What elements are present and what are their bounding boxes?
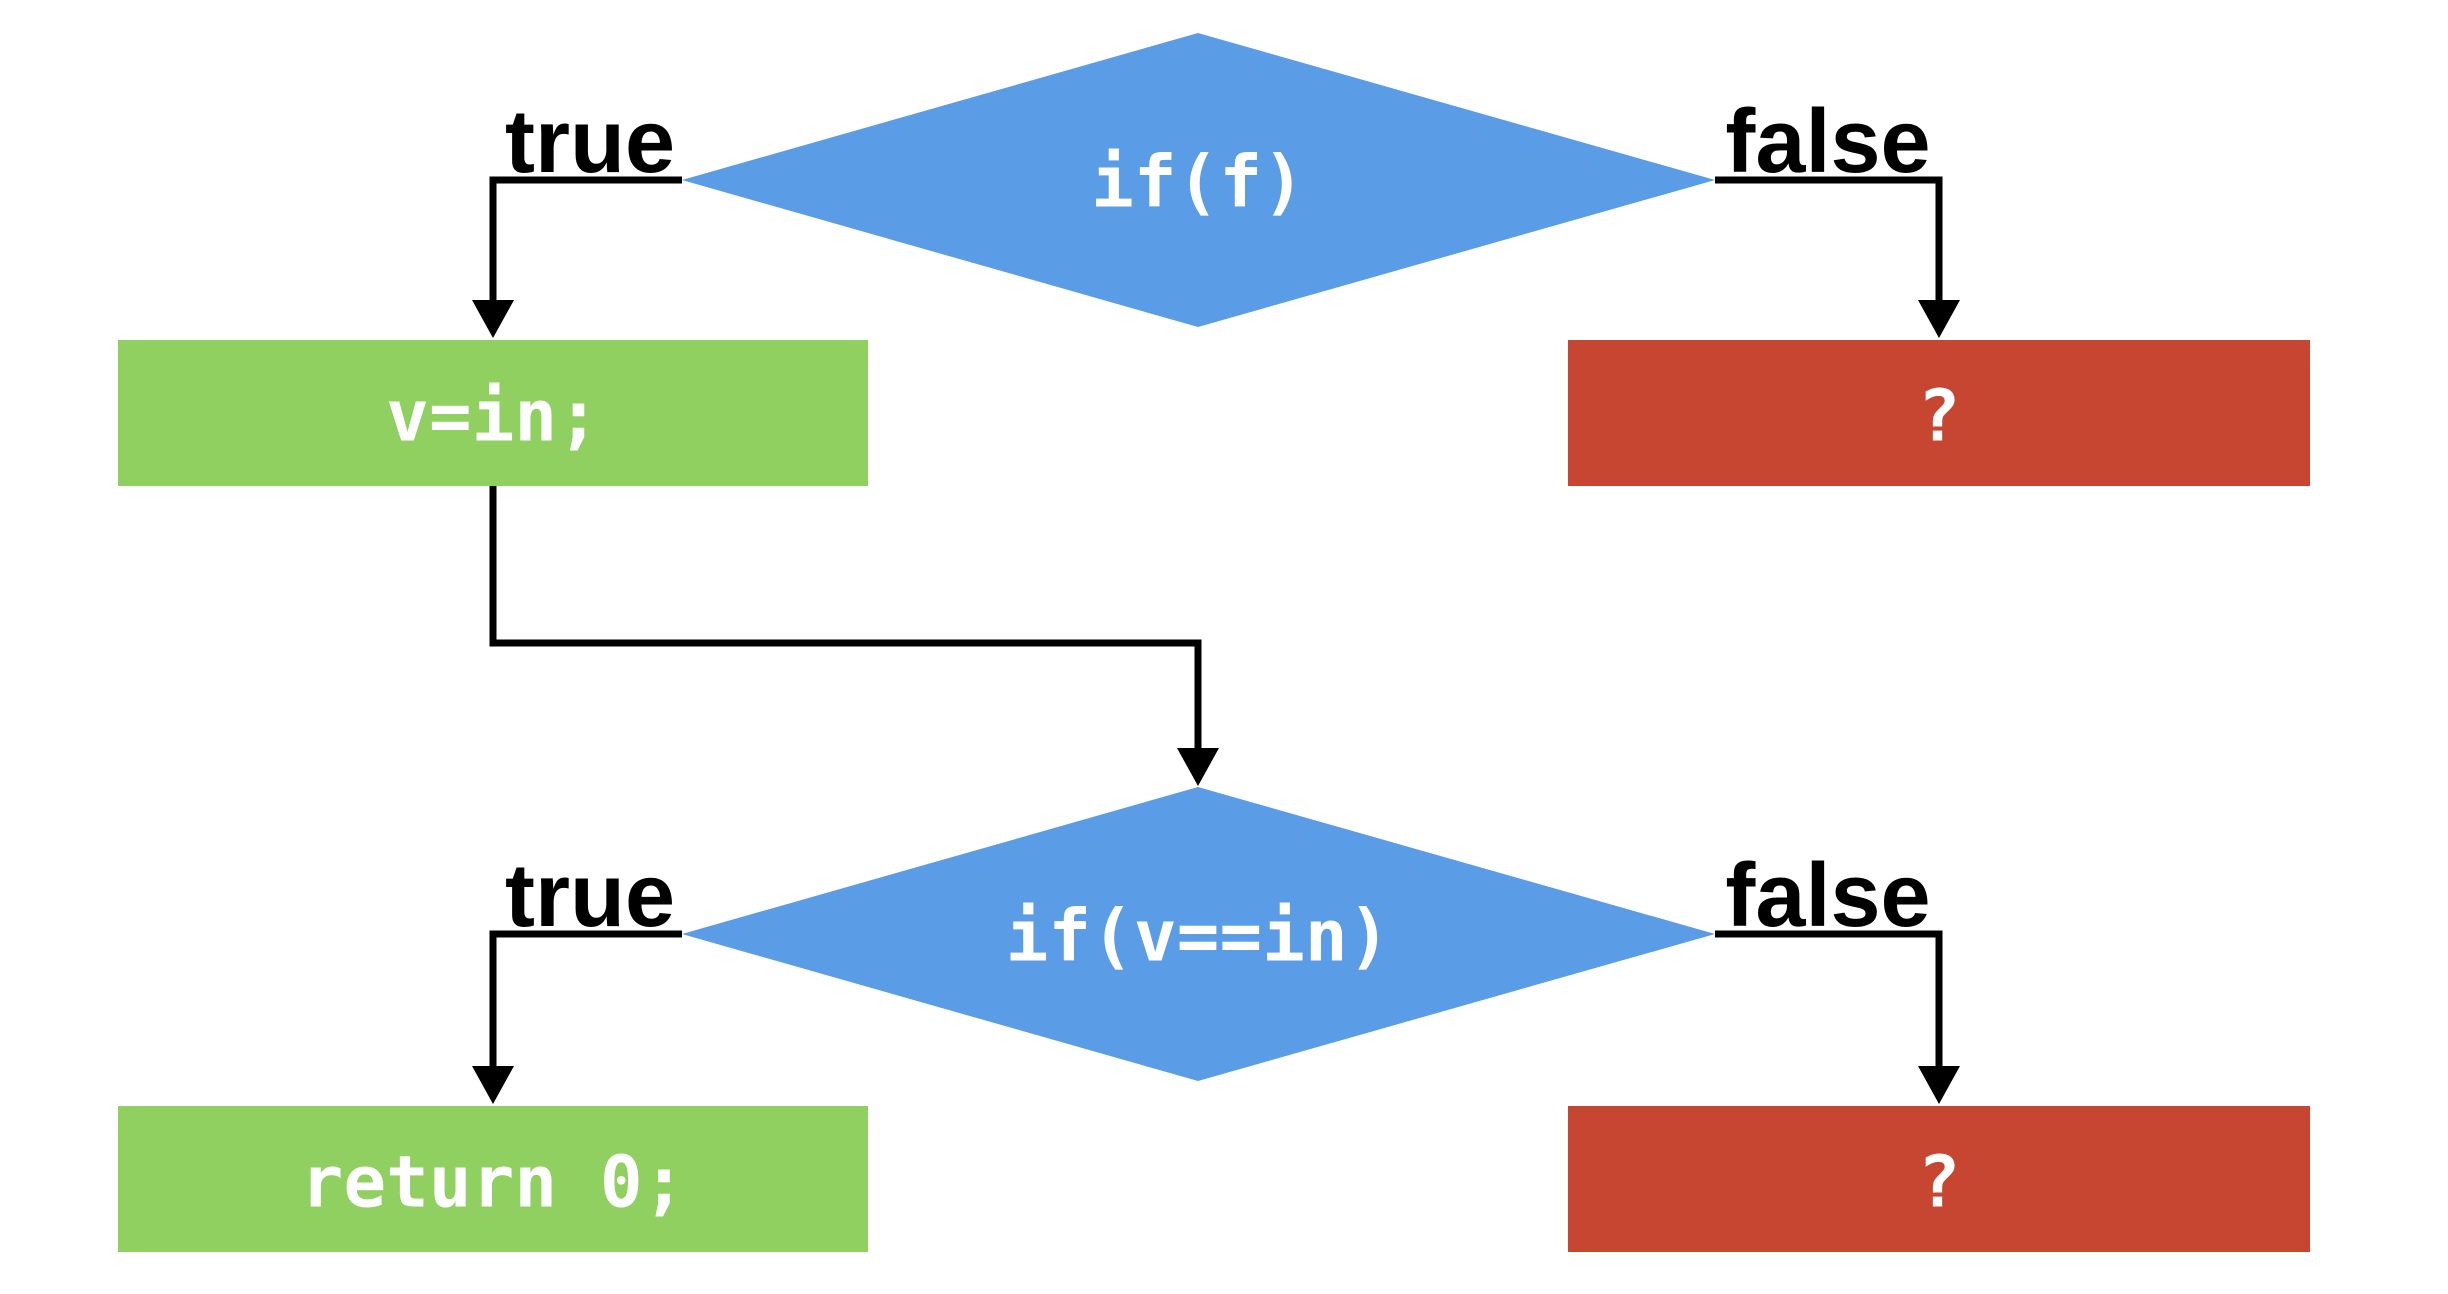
true-block2-label: return 0; (301, 1141, 686, 1224)
connector-true-block1-to-decision2 (489, 486, 1219, 786)
arrowhead-into-decision2 (1177, 748, 1219, 786)
decision1-diamond (682, 33, 1715, 327)
decision2-true-branch-label: true (505, 846, 675, 946)
connector-decision2-true-line (489, 930, 682, 1070)
connector-decision2-true (472, 930, 682, 1104)
false-block1-label: ? (1918, 375, 1961, 458)
decision1-label: if(f) (1091, 141, 1305, 224)
arrowhead-into-true-block1 (472, 300, 514, 338)
true-block2 (118, 1106, 868, 1252)
arrowhead-into-false-block1 (1918, 300, 1960, 338)
decision1-false-branch-label: false (1725, 92, 1930, 192)
connector-decision1-true-line (489, 176, 682, 304)
connector-elbow-line (489, 486, 1202, 752)
true-block1 (118, 340, 868, 486)
decision2-label: if(v==in) (1006, 895, 1391, 978)
connector-decision1-true (472, 176, 682, 338)
arrowhead-into-true-block2 (472, 1066, 514, 1104)
decision1-true-branch-label: true (505, 92, 675, 192)
connector-decision2-false-line (1715, 930, 1943, 1070)
connector-decision1-false (1715, 176, 1960, 338)
false-block2 (1568, 1106, 2310, 1252)
connector-decision1-false-line (1715, 176, 1943, 304)
false-block2-label: ? (1918, 1141, 1961, 1224)
arrowhead-into-false-block2 (1918, 1066, 1960, 1104)
false-block1 (1568, 340, 2310, 486)
connector-decision2-false (1715, 930, 1960, 1104)
decision2-diamond (682, 787, 1715, 1081)
true-block1-label: v=in; (386, 375, 600, 458)
decision2-false-branch-label: false (1725, 846, 1930, 946)
